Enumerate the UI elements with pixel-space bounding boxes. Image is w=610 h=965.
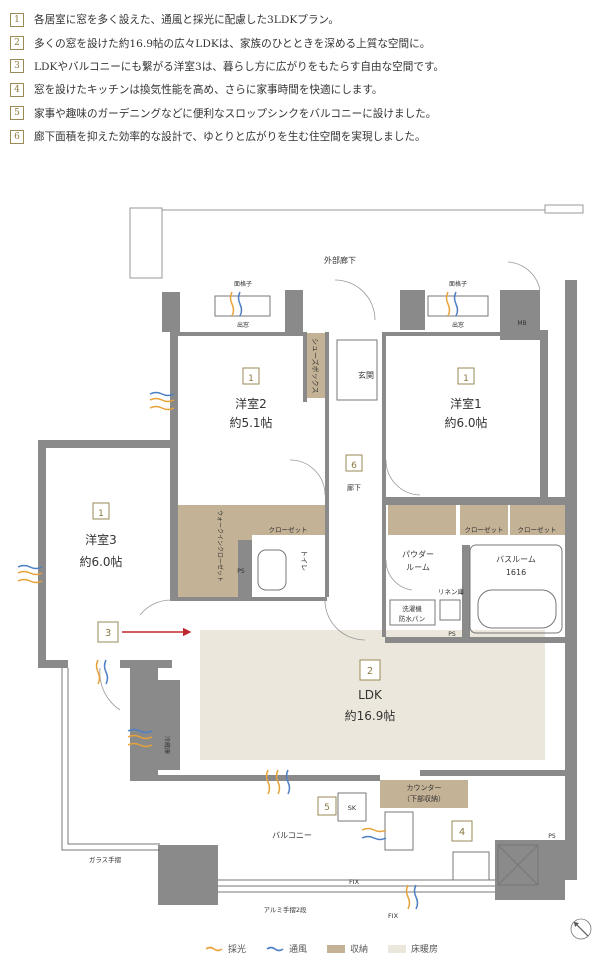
room-number-boxes <box>92 367 475 842</box>
washer-label: 防水パン <box>399 614 425 623</box>
plan-labels: 外部廊下 面格子 面格子 出窓 出窓 MB シューズボックス 玄関 1 洋室2 … <box>79 255 556 920</box>
feature-list: 1 各居室に窓を多く設えた、通風と採光に配慮した3LDKプラン。 2 多くの窓を設け… <box>10 8 600 148</box>
room3-name: 洋室3 <box>85 532 117 547</box>
feature-number: 3 <box>10 59 24 74</box>
feature-text: 窓を設けたキッチンは換気性能を高め、さらに家事時間を快適にします。 <box>34 84 383 97</box>
feature-item: 5 家事や趣味のガーデニングなどに便利なスロップシンクをバルコニーに設けました。 <box>10 102 600 125</box>
counter-label: カウンター <box>407 783 442 792</box>
fridge-label: 冷蔵庫 <box>163 736 171 754</box>
linen-label: リネン庫 <box>438 587 465 596</box>
washer-label: 洗濯機 <box>402 604 422 613</box>
balcony-label: バルコニー <box>272 831 312 840</box>
room1-size: 約6.0帖 <box>444 415 487 430</box>
light-wind-marks <box>17 291 459 910</box>
hall-label: 廊下 <box>347 483 361 492</box>
kitchen-number: 4 <box>459 827 465 838</box>
shoes-box-label: シューズボックス <box>311 338 320 393</box>
bathroom-label: バスルーム <box>496 555 536 564</box>
legend-label: 収納 <box>350 945 369 955</box>
room3-number: 1 <box>98 509 104 519</box>
ps-label: PS <box>548 833 556 840</box>
ps-label: PS <box>237 568 245 575</box>
feature-text: 家事や趣味のガーデニングなどに便利なスロップシンクをバルコニーに設けました。 <box>34 107 437 120</box>
lattice-label: 面格子 <box>449 280 467 288</box>
ps-label: PS <box>448 631 456 638</box>
bathroom-size: 1616 <box>506 568 526 577</box>
feature-item: 2 多くの窓を設けた約16.9帖の広々LDKは、家族のひとときを深める上質な空間に… <box>10 31 600 54</box>
entrance-label: 玄関 <box>358 370 374 380</box>
floor-heating-swatch-icon <box>388 944 407 953</box>
floor-plan: 外部廊下 面格子 面格子 出窓 出窓 MB シューズボックス 玄関 1 洋室2 … <box>17 204 584 920</box>
feature-item: 6 廊下面積を抑えた効率的な設計で、ゆとりと広がりを生む住空間を実現しました。 <box>10 125 600 148</box>
door-swings <box>99 261 541 711</box>
room2-name: 洋室2 <box>235 396 267 411</box>
glass-rail-label: ガラス手摺 <box>89 855 122 864</box>
legend-item-storage: 収納 <box>327 942 368 955</box>
legend-label: 通風 <box>289 945 308 955</box>
legend-item-light: 採光 <box>205 942 246 955</box>
room1-number: 1 <box>463 374 469 384</box>
feature-number: 4 <box>10 82 24 97</box>
wind-wave-icon <box>266 946 284 951</box>
ldk-name: LDK <box>358 688 383 702</box>
fix-window-label: FIX <box>388 912 399 920</box>
room3-feature-tag: 3 <box>105 628 111 639</box>
feature-number: 1 <box>10 12 24 27</box>
closet-label: クローゼット <box>518 525 557 534</box>
corridor-label: 外部廊下 <box>324 255 356 265</box>
bay-window-label: 出窓 <box>452 321 464 329</box>
legend-label: 採光 <box>228 945 247 955</box>
feature-text: 廊下面積を抑えた効率的な設計で、ゆとりと広がりを生む住空間を実現しました。 <box>34 131 426 144</box>
feature-text: 各居室に窓を多く設えた、通風と採光に配慮した3LDKプラン。 <box>34 14 339 27</box>
feature-number: 2 <box>10 36 24 51</box>
mb-label: MB <box>517 320 526 327</box>
light-wave-icon <box>205 946 223 951</box>
feature-number: 6 <box>10 129 24 144</box>
hall-number: 6 <box>351 461 357 471</box>
powder-room-label: パウダー <box>402 549 434 559</box>
room2-size: 約5.1帖 <box>229 415 272 430</box>
room3-size: 約6.0帖 <box>79 554 122 569</box>
aluminium-rail-label: アルミ手摺2段 <box>263 905 307 914</box>
feature-text: LDKやバルコニーにも繋がる洋室3は、暮らし方に広がりをもたらす自由な空間です。 <box>34 60 445 73</box>
legend: 採光 通風 収納 床暖房 <box>205 942 438 955</box>
powder-room-label: ルーム <box>406 563 430 572</box>
walls <box>38 280 577 905</box>
legend-item-floor-heating: 床暖房 <box>388 942 438 955</box>
walkin-closet-label: ウォークインクローゼット <box>216 510 224 582</box>
storage-swatch-icon <box>327 944 346 953</box>
counter-label: （下部収納） <box>403 794 445 803</box>
room1-name: 洋室1 <box>450 396 482 411</box>
fix-window-label: FIX <box>349 878 360 886</box>
legend-item-wind: 通風 <box>266 942 307 955</box>
room2-number: 1 <box>248 374 254 384</box>
feature-text: 多くの窓を設けた約16.9帖の広々LDKは、家族のひとときを深める上質な空間に。 <box>34 37 431 50</box>
ldk-size: 約16.9帖 <box>345 708 396 723</box>
corridor-rail <box>129 204 584 279</box>
legend-label: 床暖房 <box>411 945 439 955</box>
toilet-label: トイレ <box>300 550 308 571</box>
outlines <box>61 295 563 893</box>
lattice-label: 面格子 <box>234 280 252 288</box>
closet-label: クローゼット <box>269 525 308 534</box>
feature-item: 4 窓を設けたキッチンは換気性能を高め、さらに家事時間を快適にします。 <box>10 78 600 101</box>
feature-number: 5 <box>10 106 24 121</box>
sk-number: 5 <box>324 803 330 813</box>
north-arrow-icon <box>570 918 592 940</box>
floor-heating-area <box>200 630 545 760</box>
feature-item: 1 各居室に窓を多く設えた、通風と採光に配慮した3LDKプラン。 <box>10 8 600 31</box>
feature-item: 3 LDKやバルコニーにも繋がる洋室3は、暮らし方に広がりをもたらす自由な空間です… <box>10 55 600 78</box>
ldk-number: 2 <box>367 666 373 677</box>
closet-label: クローゼット <box>465 525 504 534</box>
sk-label: SK <box>348 804 357 812</box>
bay-window-label: 出窓 <box>237 321 249 329</box>
